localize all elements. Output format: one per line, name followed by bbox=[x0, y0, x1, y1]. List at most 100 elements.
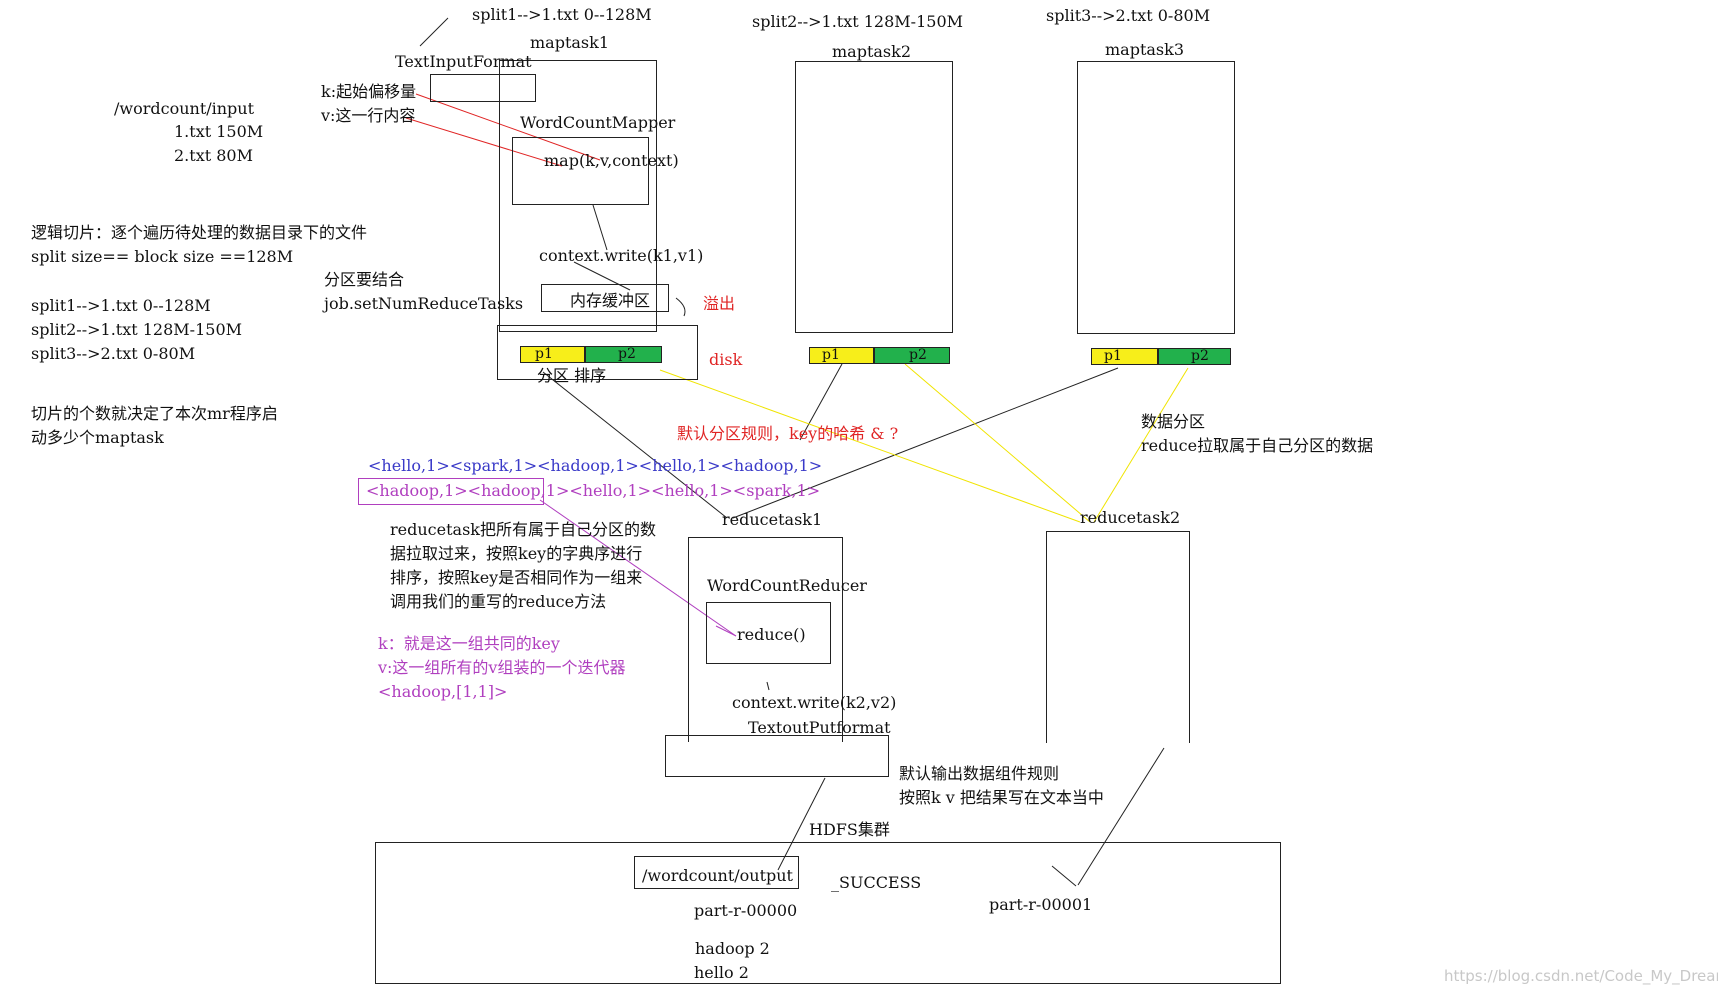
split-count-line1: 切片的个数就决定了本次mr程序启 bbox=[31, 404, 278, 423]
output-format-label: TextoutPutformat bbox=[748, 718, 891, 737]
maptask2-partition2: p2 bbox=[874, 347, 950, 364]
mapper-label: WordCountMapper bbox=[520, 113, 676, 132]
reducer-label: WordCountReducer bbox=[707, 576, 867, 595]
kv-to-reduce-line bbox=[539, 499, 737, 637]
mt1-p2-to-reducetask1-line bbox=[542, 371, 728, 519]
reduce-note-line3: 排序，按照key是否相同作为一组来 bbox=[390, 568, 643, 587]
maptask1-p2-label: p2 bbox=[618, 346, 636, 362]
split1-pointer-line bbox=[419, 17, 449, 47]
mt2-p2-to-reducetask2-line bbox=[904, 363, 1091, 523]
kv-highlight-box bbox=[358, 478, 544, 505]
output-rule-line1: 默认输出数据组件规则 bbox=[899, 764, 1060, 783]
partition-note-line1: 分区要结合 bbox=[324, 270, 405, 289]
k-offset-pointer-line bbox=[415, 93, 601, 161]
maptask1-box bbox=[499, 60, 657, 332]
maptask2-partition1: p1 bbox=[809, 347, 874, 364]
maptask2-title: maptask2 bbox=[832, 42, 912, 61]
memory-buffer-box bbox=[541, 284, 669, 312]
maptask2-split-label: split2-->1.txt 128M-150M bbox=[752, 12, 963, 31]
output-dir-box bbox=[634, 856, 799, 889]
hdfs-box bbox=[375, 842, 1281, 984]
kv-sequence-line1: <hello,1><spark,1><hadoop,1><hello,1><ha… bbox=[368, 456, 823, 475]
maptask3-partition2: p2 bbox=[1158, 348, 1231, 365]
split-count-line2: 动多少个maptask bbox=[31, 428, 164, 447]
v-content-pointer-line bbox=[405, 117, 563, 167]
reduce-note-line4: 调用我们的重写的reduce方法 bbox=[390, 592, 607, 611]
input-format-label: TextInputFormat bbox=[395, 52, 532, 71]
input-file1: 1.txt 150M bbox=[174, 122, 264, 141]
partition-note-line2: job.setNumReduceTasks bbox=[324, 294, 524, 313]
reducetask2-title: reducetask2 bbox=[1080, 508, 1181, 527]
output-dir: /wordcount/output bbox=[642, 866, 793, 885]
reduce-k-note: k：就是这一组共同的key bbox=[378, 634, 560, 653]
maptask3-box bbox=[1077, 61, 1235, 334]
input-dir: /wordcount/input bbox=[114, 99, 255, 118]
maptask3-p1-label: p1 bbox=[1104, 348, 1122, 364]
context-write-k1: context.write(k1,v1) bbox=[539, 246, 704, 265]
black-connectors bbox=[419, 17, 1165, 887]
maptask3-p2-label: p2 bbox=[1191, 348, 1209, 364]
reduce-note-line2: 据拉取过来，按照key的字典序进行 bbox=[390, 544, 643, 563]
mapper-box bbox=[512, 137, 649, 205]
kv-to-reduce-arrowhead bbox=[715, 625, 737, 637]
maptask3-partition1: p1 bbox=[1091, 348, 1158, 365]
part1-tick-line bbox=[1051, 865, 1077, 887]
mt1-p2-to-reducetask2-line bbox=[659, 369, 1081, 523]
part-file-0: part-r-00000 bbox=[694, 901, 798, 920]
reducetask1-title: reducetask1 bbox=[722, 510, 823, 529]
output-format-box bbox=[665, 735, 889, 777]
result-line2: hello 2 bbox=[694, 963, 749, 982]
watermark: https://blog.csdn.net/Code_My_Dream bbox=[1444, 967, 1718, 985]
reduce-note-line1: reducetask把所有属于自己分区的数 bbox=[390, 520, 656, 539]
reduce-v-note: v:这一组所有的v组装的一个迭代器 bbox=[378, 658, 626, 677]
split-heading: 逻辑切片：逐个遍历待处理的数据目录下的文件 bbox=[31, 223, 368, 242]
input-file2: 2.txt 80M bbox=[174, 146, 253, 165]
reducetask2-box bbox=[1046, 531, 1190, 743]
reduce-to-write-line bbox=[766, 681, 770, 691]
mt3-p1-to-reducetask1-line bbox=[732, 367, 1119, 519]
mt2-p1-to-reducetask1-line bbox=[799, 363, 843, 441]
result-line1: hadoop 2 bbox=[695, 939, 770, 958]
reducetask2-to-hdfs-line bbox=[1077, 747, 1165, 886]
reduce-pull-note: reduce拉取属于自己分区的数据 bbox=[1141, 436, 1374, 455]
default-partition-rule: 默认分区规则，key的哈希 & ? bbox=[677, 424, 899, 443]
disk-label: disk bbox=[709, 350, 743, 369]
split2-note: split2-->1.txt 128M-150M bbox=[31, 320, 242, 339]
maptask1-split-label: split1-->1.txt 0--128M bbox=[472, 5, 652, 24]
map-call: map(k,v,context) bbox=[544, 151, 679, 170]
red-connectors bbox=[405, 93, 601, 167]
maptask2-box bbox=[795, 61, 953, 333]
output-rule-line2: 按照k v 把结果写在文本当中 bbox=[899, 788, 1104, 807]
input-format-box bbox=[430, 74, 536, 102]
maptask2-p1-label: p1 bbox=[822, 347, 840, 363]
split-size-rule: split size== block size ==128M bbox=[31, 247, 294, 266]
reduce-call: reduce() bbox=[737, 625, 806, 644]
maptask3-split-label: split3-->2.txt 0-80M bbox=[1046, 6, 1211, 25]
reducer-box bbox=[706, 602, 831, 664]
part-file-1: part-r-00001 bbox=[989, 895, 1093, 914]
partition-sort-label: 分区 排序 bbox=[537, 366, 607, 385]
mt3-p2-to-reducetask2-line bbox=[1093, 367, 1189, 523]
reducetask1-box bbox=[688, 537, 843, 742]
write-to-buffer-line bbox=[573, 261, 631, 291]
maptask2-p2-label: p2 bbox=[909, 347, 927, 363]
hdfs-label: HDFS集群 bbox=[809, 820, 890, 839]
maptask1-partition1: p1 bbox=[520, 346, 585, 363]
map-to-write-line bbox=[592, 204, 608, 251]
spill-label: 溢出 bbox=[703, 294, 736, 313]
spill-arrow bbox=[675, 297, 686, 317]
data-partition-note: 数据分区 bbox=[1141, 412, 1206, 431]
reduce-example: <hadoop,[1,1]> bbox=[378, 682, 508, 701]
memory-buffer-label: 内存缓冲区 bbox=[570, 291, 651, 310]
split1-note: split1-->1.txt 0--128M bbox=[31, 296, 211, 315]
split3-note: split3-->2.txt 0-80M bbox=[31, 344, 196, 363]
success-file: _SUCCESS bbox=[831, 873, 922, 892]
maptask1-p1-label: p1 bbox=[535, 346, 553, 362]
purple-connectors bbox=[539, 499, 737, 637]
maptask1-title: maptask1 bbox=[530, 33, 610, 52]
maptask3-title: maptask3 bbox=[1105, 40, 1185, 59]
yellow-connectors bbox=[659, 363, 1189, 523]
kv-sequence-line2: <hadoop,1><hadoop,1><hello,1><hello,1><s… bbox=[366, 481, 821, 500]
kv-value-note: v:这一行内容 bbox=[321, 106, 416, 125]
